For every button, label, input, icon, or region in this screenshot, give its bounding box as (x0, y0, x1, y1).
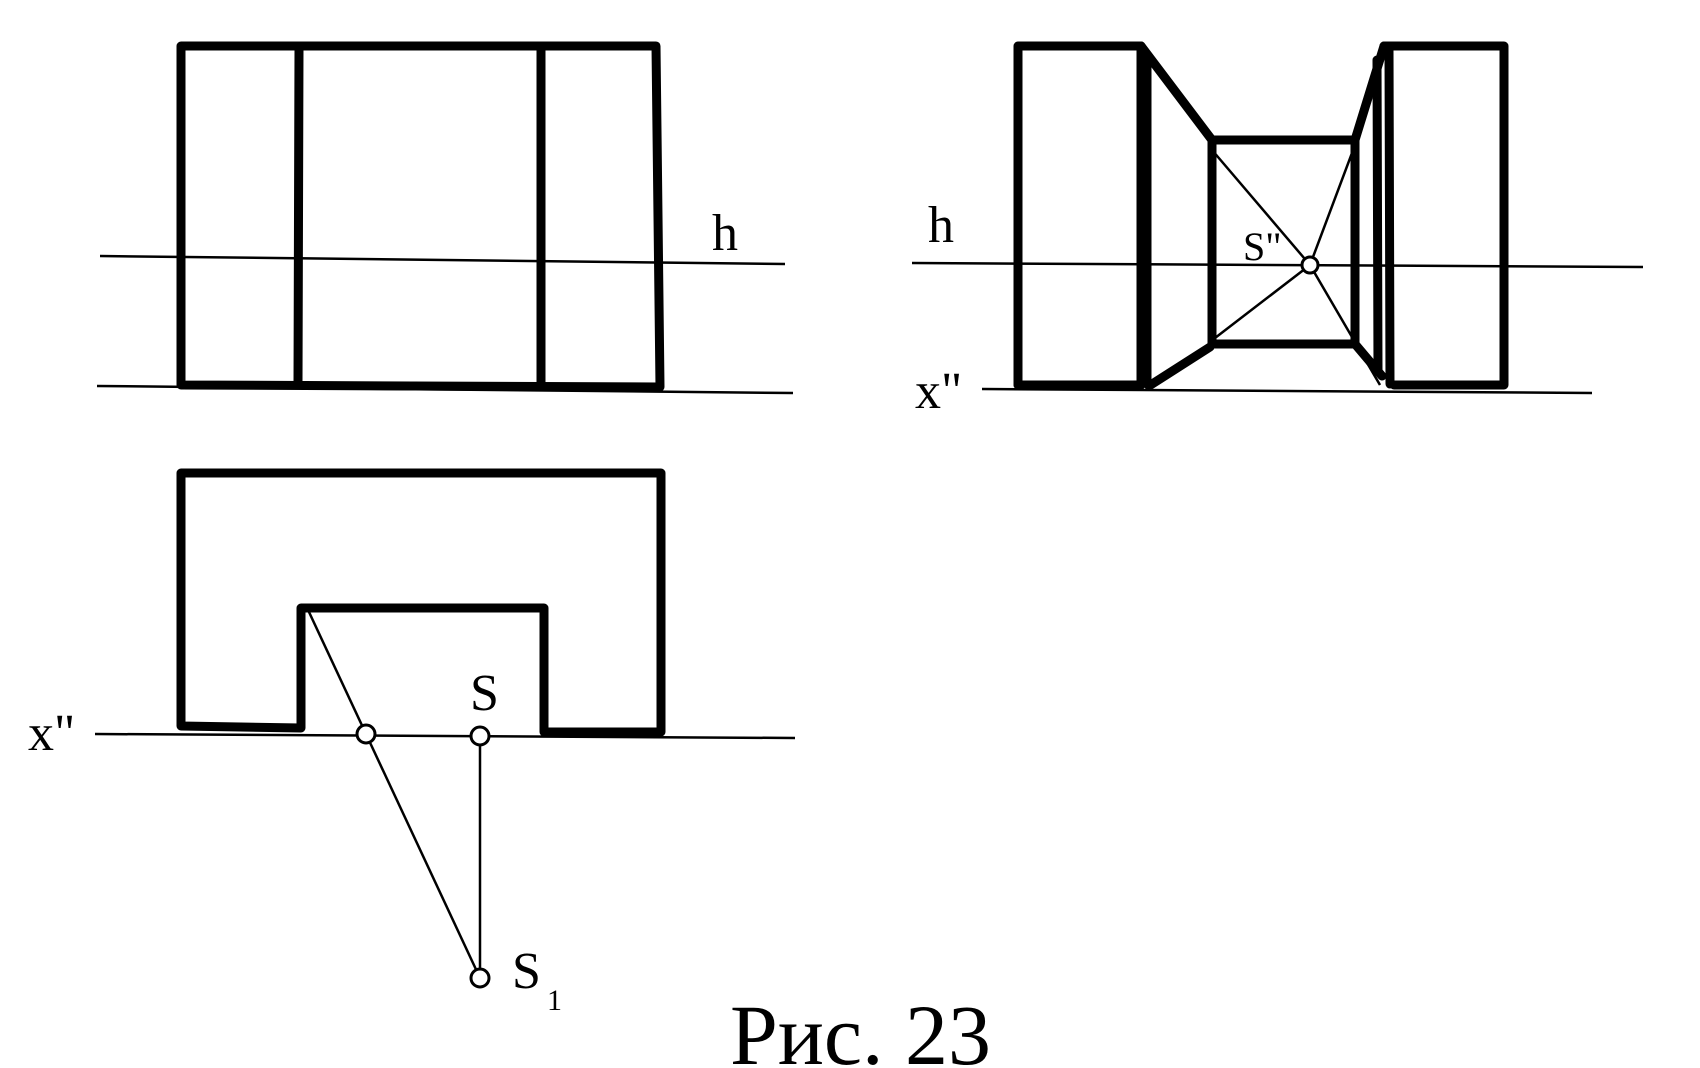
right-block-left-edge (1384, 45, 1395, 389)
figure-caption: Рис. 23 (730, 987, 991, 1068)
convergence-line-2 (1308, 144, 1357, 266)
convergence-line-1 (1211, 149, 1311, 266)
right-block (1379, 41, 1509, 390)
plan-view: S S 1 x" (28, 468, 796, 1017)
s-point-label: S (470, 665, 499, 722)
x-label-perspective: x" (915, 363, 962, 420)
s1-point-marker (469, 967, 491, 989)
sight-line-diagonal (307, 611, 482, 979)
h-label-perspective: h (928, 197, 954, 254)
intersection-point-marker (355, 723, 377, 745)
left-block (1013, 41, 1146, 390)
x-label-plan: x" (28, 705, 75, 762)
front-view: h (96, 41, 794, 395)
s1-point-label: S (512, 943, 541, 1000)
horizon-line-front (99, 254, 786, 266)
horizon-line-perspective (911, 261, 1644, 269)
vanishing-point-marker (1300, 255, 1320, 275)
s-point-marker (469, 725, 491, 747)
convergence-line-4 (1308, 264, 1382, 386)
perspective-view: S" h x" (911, 41, 1644, 420)
back-wall (1207, 135, 1360, 349)
plan-outline (176, 468, 666, 737)
right-face-inner-edge (1372, 55, 1383, 375)
ground-line-plan (94, 732, 796, 740)
convergence-line-3 (1214, 264, 1311, 339)
s1-subscript: 1 (547, 984, 562, 1017)
front-divider-left (293, 43, 304, 387)
left-side-face (1136, 41, 1217, 391)
front-outline (176, 41, 665, 392)
s-vanishing-label: S" (1243, 224, 1282, 269)
ground-line-perspective (981, 387, 1593, 395)
h-label-front: h (712, 205, 738, 262)
